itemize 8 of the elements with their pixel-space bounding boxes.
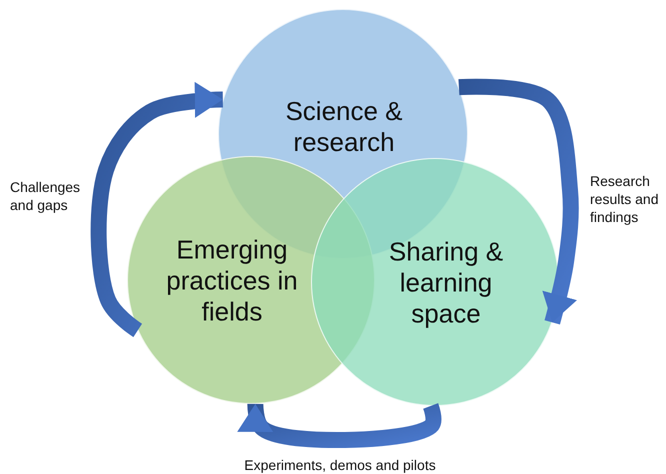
curved-arrow xyxy=(458,78,579,324)
edge-label: Research results and findings xyxy=(590,172,660,226)
node-label: Science & research xyxy=(284,96,404,158)
node-label: Emerging practices in fields xyxy=(165,234,299,328)
node-label: Sharing & learning space xyxy=(388,236,504,330)
edge-label: Experiments, demos and pilots xyxy=(243,456,437,474)
curved-arrow xyxy=(237,403,442,448)
edge-label: Challenges and gaps xyxy=(10,178,82,214)
